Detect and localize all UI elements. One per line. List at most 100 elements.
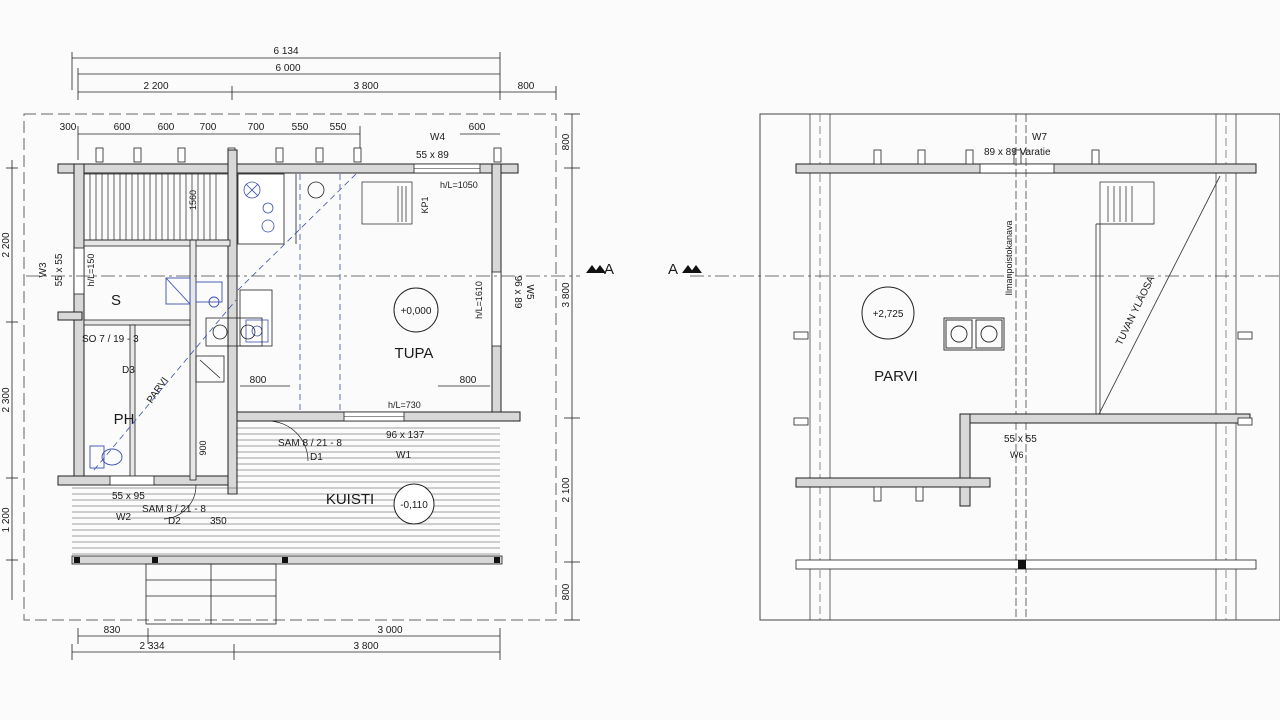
entry-steps <box>145 563 277 625</box>
w4-label: W4 <box>430 132 445 143</box>
section-arrow-right-2 <box>690 265 702 273</box>
window-w2 <box>109 475 155 486</box>
dim-rafter-3: 700 <box>200 122 217 133</box>
dim-bottom-right: 3 800 <box>353 641 378 652</box>
sauna-stove-icon <box>165 277 223 308</box>
w1-label: W1 <box>396 450 411 461</box>
refrigerator-icon <box>295 174 325 244</box>
loft-bottom-wall <box>795 477 991 488</box>
left-dimensions <box>6 160 18 600</box>
loft-stair <box>83 173 229 241</box>
duct-label: Ilmanpoistokanava <box>1004 220 1014 295</box>
w3-label: W3 <box>38 262 49 277</box>
d1-label: D1 <box>310 452 323 463</box>
tupa-label: TUPA <box>395 345 434 362</box>
loft-outline <box>759 113 1280 621</box>
w4-size: 55 x 89 <box>416 150 449 161</box>
ground-floor-plan: 6 134 6 000 2 200 3 800 800 300 600 600 … <box>1 46 614 660</box>
w5-size: 96 x 89 <box>512 276 523 309</box>
section-arrow-left-2 <box>594 265 606 273</box>
d3-label: D3 <box>122 365 135 376</box>
dim-bottom-porch: 3 000 <box>377 625 402 636</box>
wash-basins <box>195 317 263 383</box>
section-arrow-right-1 <box>682 265 694 273</box>
w1-size: 96 x 137 <box>386 430 425 441</box>
window-w5 <box>491 271 502 347</box>
kuisti-level-circle <box>393 483 435 525</box>
kuisti-label: KUISTI <box>326 491 374 508</box>
w5-label: W5 <box>524 285 535 300</box>
kp1-label: KP1 <box>420 196 430 213</box>
section-marker-left: A <box>604 261 614 278</box>
dim-bottom-left: 2 334 <box>139 641 164 652</box>
loft-lower-stubs <box>793 417 1253 502</box>
chimney-flues <box>943 317 1005 351</box>
sauna-label: S <box>111 292 121 309</box>
dim-800-tupa: 800 <box>460 375 477 386</box>
parvi-level-circle <box>861 286 915 340</box>
window-w7 <box>979 163 1055 174</box>
dim-350: 350 <box>210 516 227 527</box>
dim-right-part: 3 800 <box>353 81 378 92</box>
parvi-label: PARVI <box>874 368 918 385</box>
stair-length: 1560 <box>188 190 198 210</box>
dim-right-1: 3 800 <box>561 282 572 307</box>
top-dimensions <box>71 52 557 160</box>
section-arrow-left-1 <box>586 265 598 273</box>
kuisti-level: -0,110 <box>400 500 428 511</box>
dim-right-3: 800 <box>561 583 572 600</box>
dim-right-0: 800 <box>561 133 572 150</box>
dim-left-part: 2 200 <box>143 81 168 92</box>
dim-overall-outer: 6 134 <box>273 46 298 57</box>
w6-size: 55 x 55 <box>1004 434 1037 445</box>
hl-1610: h/L=1610 <box>474 281 484 319</box>
tupa-level-circle <box>393 287 439 333</box>
right-dimensions <box>564 113 580 621</box>
hl-1050: h/L=1050 <box>440 180 478 190</box>
dim-rafter-6: 550 <box>330 122 347 133</box>
dim-w4-offset: 600 <box>469 122 486 133</box>
loft-railing <box>1095 175 1221 417</box>
dim-left-0: 2 200 <box>1 232 12 257</box>
stair-projection <box>237 173 357 412</box>
dim-900: 900 <box>198 440 208 455</box>
dim-bottom-step: 830 <box>104 625 121 636</box>
slope-label: TUVAN YLÄOSA <box>1113 274 1157 348</box>
w7-size: 89 x 89 Varatie <box>984 147 1051 158</box>
dim-800-kitchen: 800 <box>250 375 267 386</box>
d2-label: D2 <box>168 516 181 527</box>
hl-150: h/L=150 <box>86 254 96 287</box>
porch-posts <box>74 557 500 563</box>
dim-eave: 800 <box>518 81 535 92</box>
dim-overall: 6 000 <box>275 63 300 74</box>
parvi-level: +2,725 <box>873 309 904 320</box>
parvi-stair-line <box>93 299 237 471</box>
dim-rafter-5: 550 <box>292 122 309 133</box>
roof-outline <box>23 113 557 621</box>
w3-size: 55 x 55 <box>54 253 65 286</box>
dim-rafter-4: 700 <box>248 122 265 133</box>
tupa-level: +0,000 <box>401 306 432 317</box>
loft-post <box>1018 560 1026 569</box>
ventilation-duct <box>1015 114 1027 620</box>
loft-short-wall <box>959 413 971 507</box>
toilet-icon <box>89 445 123 469</box>
loft-stair-opening <box>1099 181 1155 225</box>
d3-spec: SO 7 / 19 - 3 <box>82 334 139 345</box>
d2-spec: SAM 8 / 21 - 8 <box>142 504 206 515</box>
stove-icon <box>243 181 275 233</box>
dim-rafter-0: 300 <box>60 122 77 133</box>
dim-rafter-2: 600 <box>158 122 175 133</box>
section-marker-right: A <box>668 261 678 278</box>
w2-size: 55 x 95 <box>112 491 145 502</box>
door-d1-swing <box>267 420 309 462</box>
dim-left-2: 1 200 <box>1 507 12 532</box>
hl-730: h/L=730 <box>388 400 421 410</box>
dim-right-2: 2 100 <box>561 477 572 502</box>
ph-label: PH <box>114 411 135 428</box>
window-w3 <box>73 247 85 295</box>
loft-rafter-stubs <box>793 149 1253 340</box>
dim-left-1: 2 300 <box>1 387 12 412</box>
w7-label: W7 <box>1032 132 1047 143</box>
